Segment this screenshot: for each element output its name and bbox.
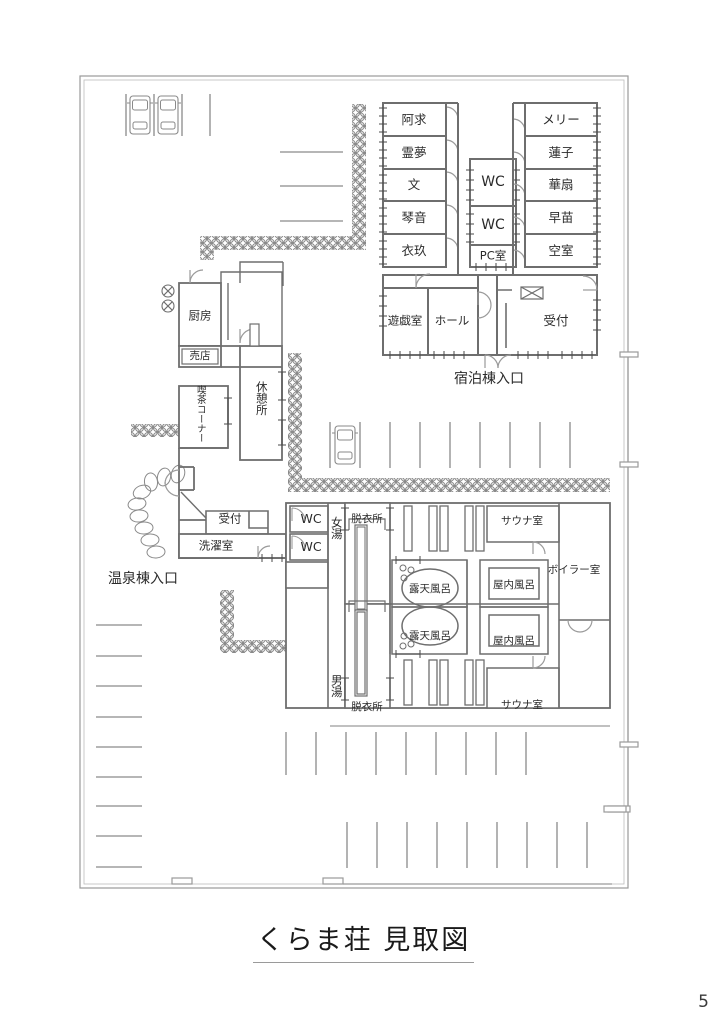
- room-label-kotone: 琴音: [401, 209, 427, 225]
- room-label-open-air-bath-bottom: 露天風呂: [409, 629, 451, 642]
- room-label-sauna-top: サウナ室: [501, 514, 543, 527]
- room-label-aqyu: 阿求: [401, 111, 427, 127]
- room-label-iku: 衣玖: [401, 242, 427, 258]
- room-label-hall: ホール: [434, 313, 470, 328]
- room-label-kitchen: 厨房: [188, 308, 212, 323]
- room-label-aya: 文: [407, 176, 421, 192]
- room-label-reimu: 霊夢: [401, 144, 427, 160]
- room-label-lodging-reception: 受付: [543, 312, 569, 328]
- entrance-label-onsen: 温泉棟入口: [108, 571, 178, 587]
- page-number: 5: [698, 992, 709, 1012]
- room-label-indoor-bath-top: 屋内風呂: [493, 578, 535, 591]
- room-label-changing-room-bottom: 脱衣所: [351, 700, 383, 713]
- room-label-laundry: 洗濯室: [198, 538, 234, 553]
- room-label-bath-wc-upper: WC: [300, 510, 322, 526]
- entrance-label-lodging: 宿泊棟入口: [454, 371, 524, 387]
- room-label-cafe-corner: 喫茶コーナー: [194, 385, 206, 443]
- room-label-open-air-bath-top: 露天風呂: [409, 582, 451, 595]
- room-label-game-room: 遊戯室: [387, 313, 423, 328]
- room-label-bath-wc-lower: WC: [300, 538, 322, 554]
- room-label-indoor-bath-bottom: 屋内風呂: [493, 634, 535, 647]
- room-label-pc-room: PC室: [479, 248, 507, 263]
- room-label-changing-room-top: 脱衣所: [351, 512, 383, 525]
- room-label-rest-area: 休憩所: [254, 380, 269, 416]
- room-label-wc-upper: WC: [481, 174, 505, 190]
- room-label-renko: 蓮子: [548, 144, 574, 160]
- room-label-sanae: 早苗: [548, 209, 574, 225]
- room-label-mens-bath: 男湯: [329, 674, 344, 698]
- room-label-wc-lower: WC: [481, 217, 505, 233]
- room-label-boiler-room: ボイラー室: [547, 563, 601, 576]
- room-label-sauna-bottom: サウナ室: [501, 698, 543, 711]
- room-label-vacant: 空室: [548, 242, 574, 258]
- room-label-kasen: 華扇: [548, 176, 574, 192]
- room-label-shop: 売店: [189, 349, 211, 362]
- page-title: くらま荘 見取図: [0, 918, 727, 963]
- room-label-womens-bath: 女湯: [329, 516, 344, 540]
- room-label-onsen-reception: 受付: [218, 511, 242, 526]
- room-label-merry: メリー: [542, 111, 580, 127]
